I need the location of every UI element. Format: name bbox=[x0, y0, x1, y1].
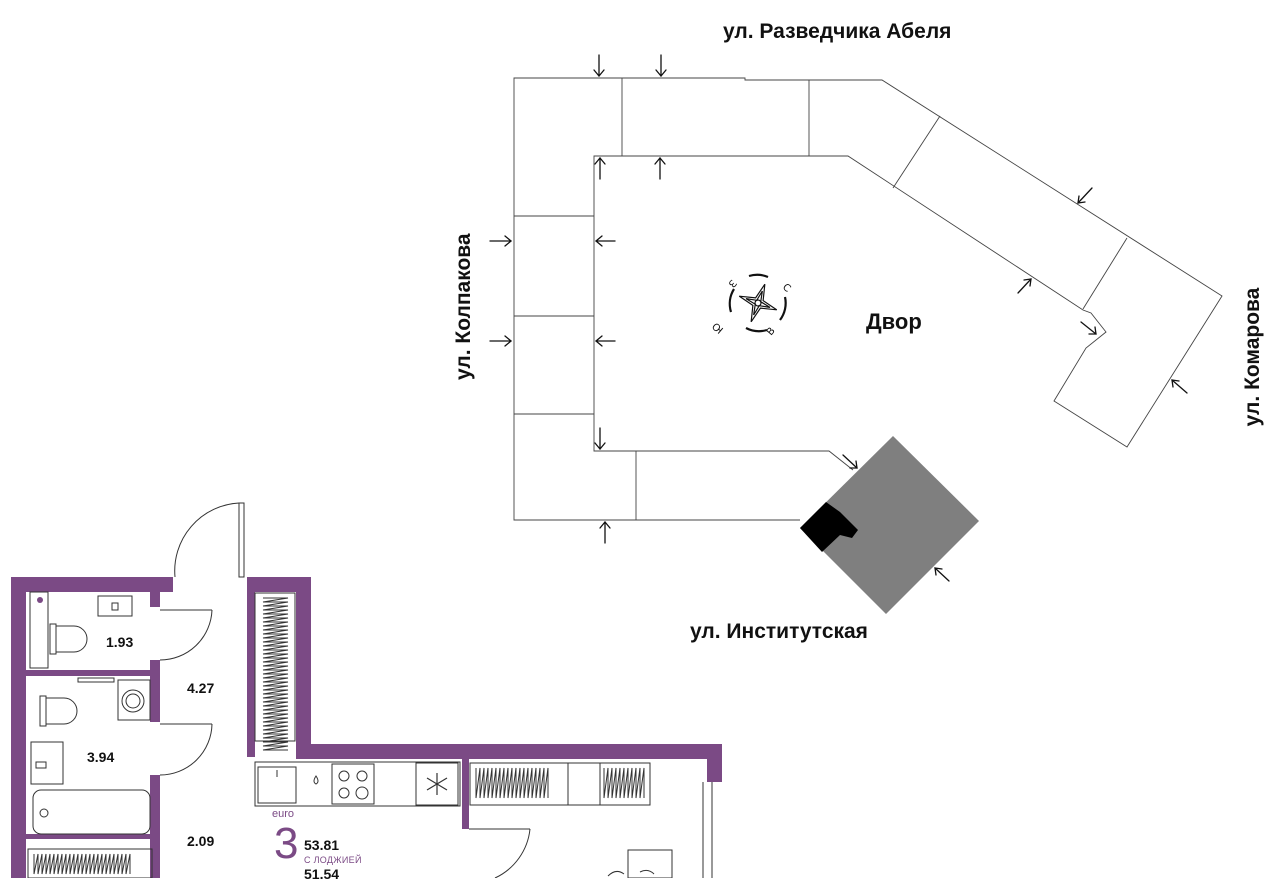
apartment-class-label: euro bbox=[272, 808, 295, 820]
residential-block-outline bbox=[513, 77, 1223, 521]
entrance-arrow bbox=[489, 335, 513, 347]
entrance-arrow bbox=[489, 235, 513, 247]
street-label-north: ул. Разведчика Абеля bbox=[723, 20, 952, 43]
wardrobe bbox=[27, 848, 153, 878]
wash-basin-icon bbox=[97, 595, 133, 617]
snowflake-icon bbox=[426, 773, 448, 795]
entrance-arrow bbox=[655, 54, 667, 78]
entrance-arrow bbox=[594, 335, 616, 347]
shaft-dot bbox=[37, 597, 43, 603]
compass-rose-icon: С В Ю З bbox=[710, 273, 793, 338]
washing-machine-icon bbox=[117, 679, 151, 721]
desk bbox=[627, 849, 673, 878]
kitchen-counter bbox=[254, 761, 461, 807]
hanger-zigzag bbox=[33, 853, 131, 875]
courtyard-label: Двор bbox=[866, 309, 922, 334]
entrance-arrow bbox=[1017, 278, 1032, 294]
wall bbox=[26, 834, 150, 839]
stove-icon bbox=[331, 763, 375, 805]
wall bbox=[150, 775, 160, 878]
door bbox=[159, 723, 213, 776]
block-inner-edge bbox=[636, 450, 854, 471]
entrance-arrow bbox=[594, 156, 606, 180]
entrance-arrow bbox=[594, 427, 606, 451]
street-label-south: ул. Институтская bbox=[690, 620, 868, 643]
entrance-arrow bbox=[1080, 321, 1097, 335]
wash-basin-icon bbox=[30, 741, 64, 785]
floor-plan-walls bbox=[11, 577, 722, 878]
entrance-arrow bbox=[1171, 379, 1188, 394]
wall bbox=[11, 577, 26, 878]
street-label-east: ул. Комарова bbox=[1241, 287, 1264, 427]
entrance-arrow bbox=[593, 54, 605, 78]
door bbox=[469, 828, 531, 878]
block-perimeter bbox=[513, 77, 1223, 521]
neighbouring-building bbox=[800, 436, 979, 614]
room-count: 3 bbox=[274, 819, 299, 868]
toilet-icon bbox=[49, 623, 88, 655]
compass-east-letter: В bbox=[765, 325, 778, 337]
entrance-arrow bbox=[842, 454, 858, 469]
water-drop-icon bbox=[313, 775, 319, 785]
wall bbox=[462, 759, 469, 829]
wall bbox=[150, 660, 160, 722]
fridge bbox=[415, 762, 459, 806]
hanger-zigzag bbox=[475, 767, 549, 799]
toilet-room-shaft bbox=[29, 591, 49, 669]
room-area-corridor: 2.09 bbox=[187, 833, 215, 849]
wardrobe bbox=[567, 762, 601, 806]
wall bbox=[247, 577, 255, 757]
wardrobe bbox=[599, 762, 651, 806]
floor-plan-fixtures bbox=[27, 502, 713, 878]
compass-north-letter: С bbox=[780, 282, 792, 295]
wall bbox=[296, 577, 311, 757]
wall bbox=[11, 577, 173, 592]
hanger-zigzag bbox=[603, 767, 645, 799]
entry-door bbox=[174, 502, 245, 578]
loggia-label: С ЛОДЖИЕЙ bbox=[304, 855, 362, 865]
entrance-arrow bbox=[599, 520, 611, 544]
street-label-west: ул. Колпакова bbox=[452, 233, 475, 380]
section-divider bbox=[892, 115, 941, 189]
sink-icon bbox=[257, 766, 297, 804]
total-area: 53.81 bbox=[304, 837, 340, 853]
room-area-toilet: 1.93 bbox=[106, 634, 134, 650]
wardrobe bbox=[254, 592, 296, 742]
living-area: 51.54 bbox=[304, 866, 340, 882]
wall bbox=[150, 577, 160, 607]
entrance-arrow bbox=[1077, 187, 1093, 204]
wall bbox=[707, 744, 722, 782]
compass-south-letter: Ю bbox=[710, 320, 725, 335]
wall bbox=[296, 744, 722, 759]
chair bbox=[607, 869, 655, 877]
wall bbox=[247, 577, 310, 592]
entrance-arrow bbox=[934, 567, 950, 582]
room-area-hall: 4.27 bbox=[187, 680, 215, 696]
entrance-block bbox=[800, 502, 858, 552]
entrance-arrow bbox=[594, 235, 616, 247]
bathtub-icon bbox=[32, 789, 151, 835]
section-divider bbox=[1082, 237, 1128, 310]
entrance-arrows bbox=[489, 54, 1188, 582]
wall bbox=[26, 670, 150, 676]
toilet-icon bbox=[39, 695, 78, 727]
room-area-bathroom: 3.94 bbox=[87, 749, 115, 765]
entrance-arrow bbox=[654, 156, 666, 180]
door bbox=[159, 609, 213, 661]
wardrobe bbox=[469, 762, 569, 806]
compass-west-letter: З bbox=[726, 277, 739, 289]
hanger-zigzag bbox=[262, 597, 289, 751]
